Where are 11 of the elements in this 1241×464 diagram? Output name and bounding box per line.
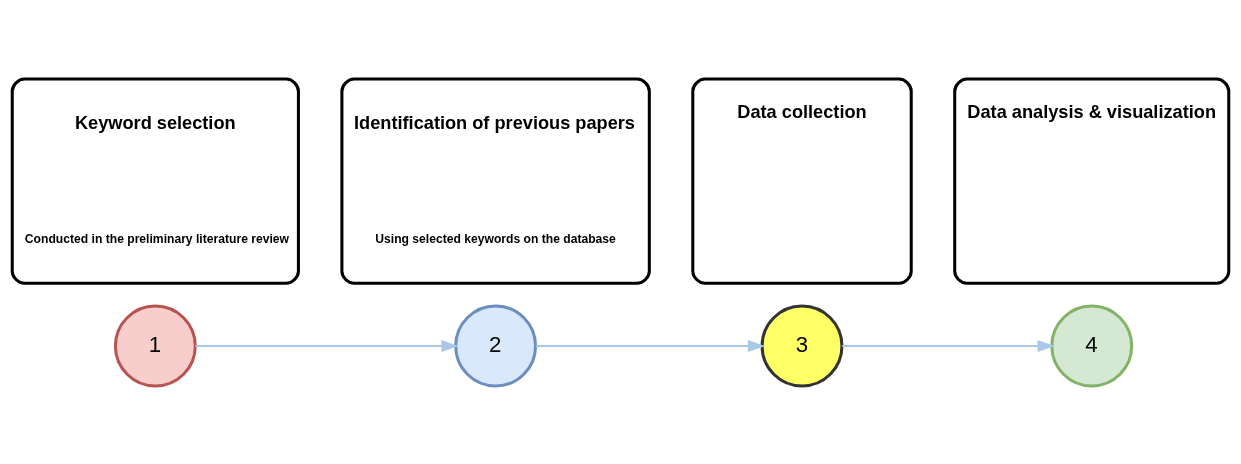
- arrow: [535, 339, 766, 352]
- node-box: Keyword selection Conducted in the preliminary literature review: [10, 77, 300, 285]
- node-box: Data collection: [691, 77, 913, 285]
- arrow: [195, 339, 459, 352]
- node-box: Data analysis & visualization: [953, 77, 1231, 285]
- node-circle: 4: [1050, 304, 1134, 387]
- node-circle: 3: [760, 304, 844, 387]
- arrow: [842, 339, 1055, 352]
- node-circle: 1: [113, 304, 197, 387]
- node-box: Identification of previous papers Using selected keywords on the database: [340, 77, 651, 285]
- node-circle: 2: [454, 304, 538, 387]
